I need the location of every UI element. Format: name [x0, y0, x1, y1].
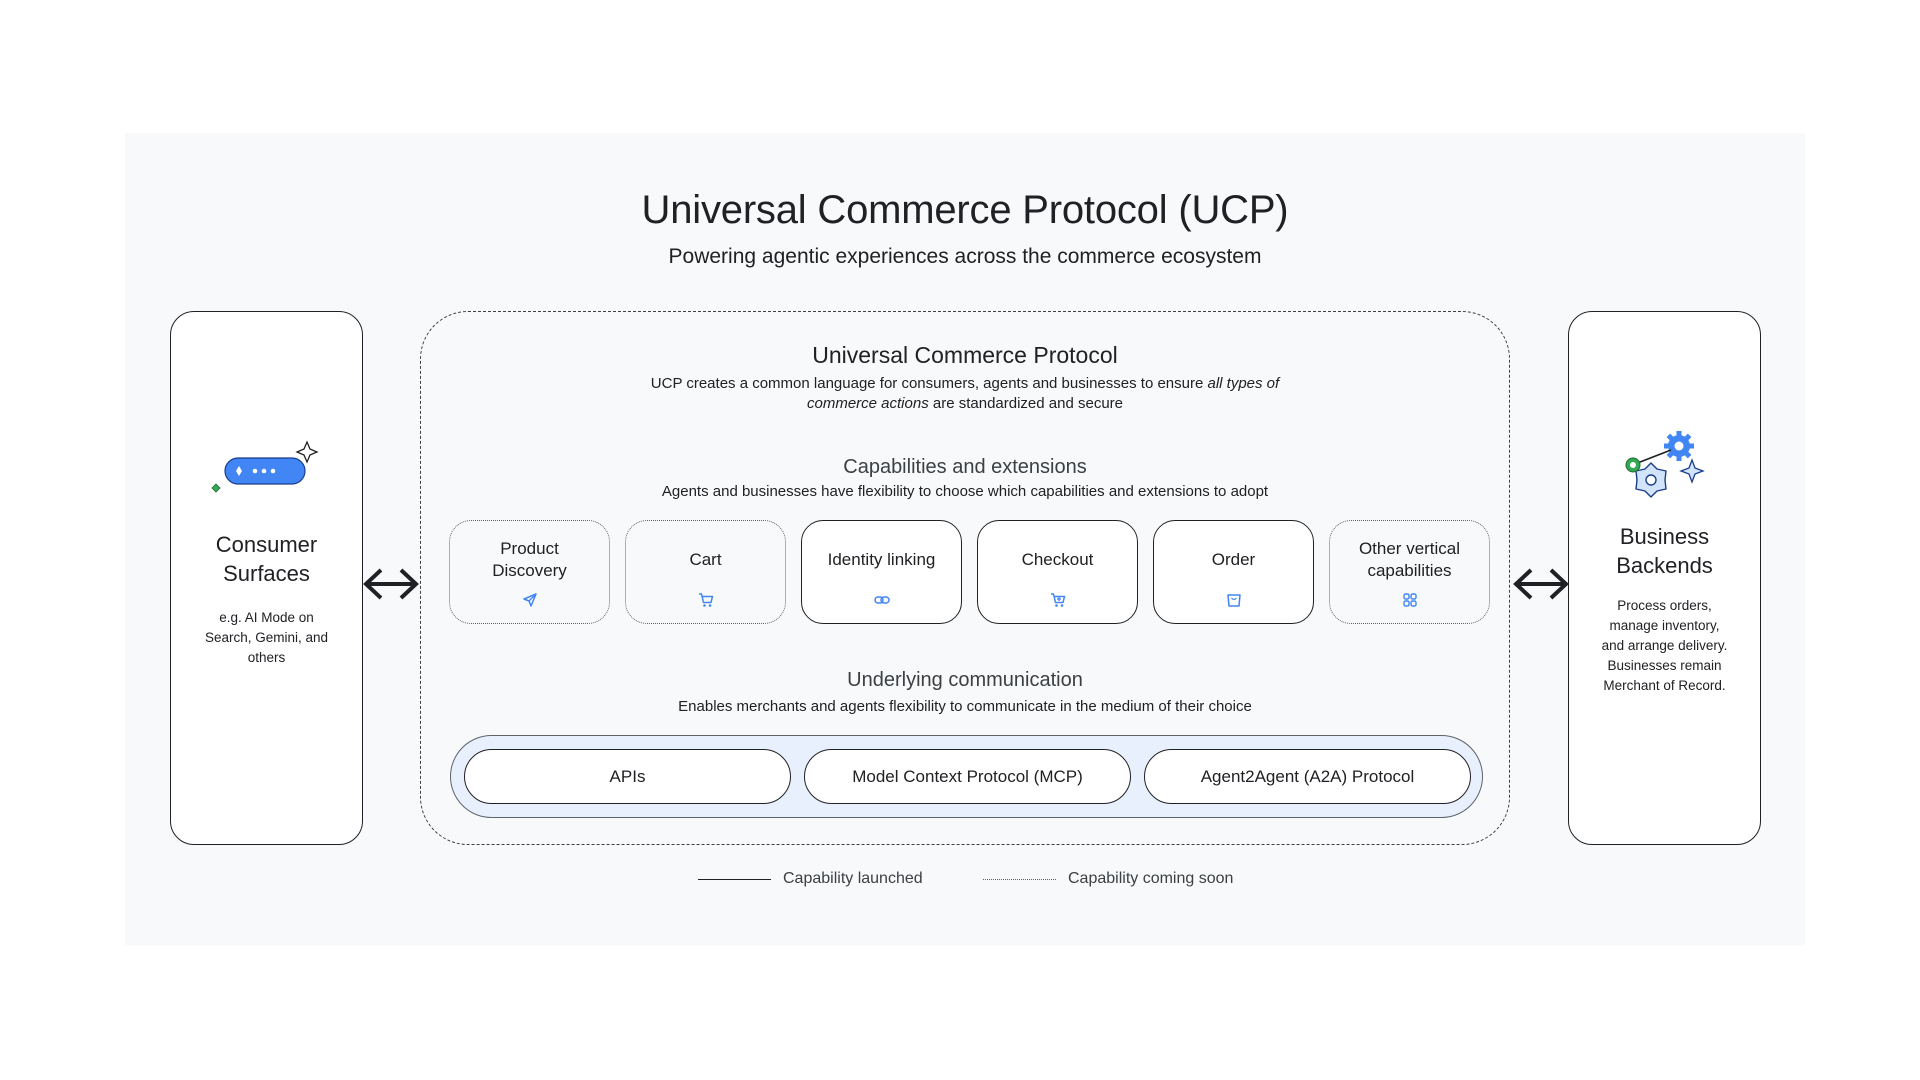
consumer-surfaces-card: Consumer Surfaces e.g. AI Mode on Search…: [170, 311, 363, 845]
capability-label-line1: Identity linking: [827, 550, 936, 569]
consumer-desc-line1: e.g. AI Mode on: [219, 610, 314, 625]
legend-launched: Capability launched: [698, 870, 923, 888]
legend-coming-soon-label: Capability coming soon: [1068, 870, 1234, 887]
business-desc-line4: Businesses remain: [1607, 658, 1722, 673]
communication-heading: Underlying communication: [847, 669, 1083, 691]
capability-cart: Cart: [625, 520, 786, 624]
capability-label-line2: Discovery: [492, 561, 567, 580]
consumer-desc-line2: Search, Gemini, and: [204, 630, 329, 645]
capability-label-line1: Checkout: [1021, 550, 1094, 569]
capabilities-heading: Capabilities and extensions: [843, 456, 1087, 478]
consumer-desc-line3: others: [247, 650, 286, 665]
cart-icon: [698, 593, 713, 607]
business-desc-line3: and arrange delivery.: [1601, 638, 1728, 653]
business-desc-line5: Merchant of Record.: [1603, 678, 1726, 693]
capability-label-line1: Cart: [689, 550, 722, 569]
protocol-desc-em2: commerce actions: [806, 395, 929, 412]
protocol-desc-em1: all types of: [1207, 375, 1280, 392]
capability-identity-linking: Identity linking: [801, 520, 962, 624]
legend-dotted-line: [983, 878, 1056, 880]
protocol-desc-part1: UCP creates a common language for consum…: [650, 375, 1208, 392]
chat-bubble-sparkle-icon: [211, 440, 319, 493]
communication-description: Enables merchants and agents flexibility…: [678, 698, 1252, 715]
protocol-container: Universal Commerce Protocol UCP creates …: [420, 311, 1510, 845]
bag-icon: [1226, 594, 1241, 607]
business-desc-line1: Process orders,: [1617, 598, 1712, 613]
send-icon: [522, 593, 537, 607]
protocol-desc-part2: are standardized and secure: [928, 395, 1123, 412]
link-icon: [873, 596, 890, 604]
comm-apis: APIs: [464, 749, 791, 804]
diagram-canvas: Universal Commerce Protocol (UCP) Poweri…: [125, 133, 1805, 945]
capability-label-line1: Product: [500, 539, 559, 558]
communication-band: APIs Model Context Protocol (MCP) Agent2…: [450, 735, 1483, 818]
capabilities-description: Agents and businesses have flexibility t…: [661, 483, 1269, 500]
capability-other-vertical: Other vertical capabilities: [1329, 520, 1490, 624]
business-title-line2: Backends: [1616, 553, 1713, 578]
capability-checkout: Checkout: [977, 520, 1138, 624]
business-backends-card: Business Backends Process orders, manage…: [1568, 311, 1761, 845]
diagram-subtitle: Powering agentic experiences across the …: [668, 245, 1262, 268]
legend-launched-label: Capability launched: [783, 870, 923, 887]
gears-sparkle-icon: [1625, 431, 1705, 498]
bidirectional-arrow-right: [1513, 568, 1569, 600]
bidirectional-arrow-left: [363, 568, 419, 600]
grid-icon: [1402, 593, 1417, 607]
capability-label-line1: Other vertical: [1358, 539, 1461, 558]
capability-product-discovery: Product Discovery: [449, 520, 610, 624]
capability-order: Order: [1153, 520, 1314, 624]
protocol-heading: Universal Commerce Protocol: [812, 342, 1118, 368]
consumer-title-line1: Consumer: [215, 532, 318, 557]
consumer-title-line2: Surfaces: [223, 561, 310, 586]
business-title-line1: Business: [1619, 524, 1710, 549]
legend-coming-soon: Capability coming soon: [983, 870, 1233, 888]
comm-a2a: Agent2Agent (A2A) Protocol: [1144, 749, 1471, 804]
business-desc-line2: manage inventory,: [1609, 618, 1720, 633]
comm-mcp: Model Context Protocol (MCP): [804, 749, 1131, 804]
capability-label-line1: Order: [1211, 550, 1256, 569]
protocol-description-line2: commerce actions are standardized and se…: [421, 394, 1509, 414]
protocol-description: UCP creates a common language for consum…: [421, 374, 1509, 394]
cart-add-icon: [1050, 593, 1065, 607]
legend-solid-line: [698, 878, 771, 880]
diagram-title: Universal Commerce Protocol (UCP): [641, 188, 1289, 232]
capability-label-line2: capabilities: [1367, 561, 1452, 580]
